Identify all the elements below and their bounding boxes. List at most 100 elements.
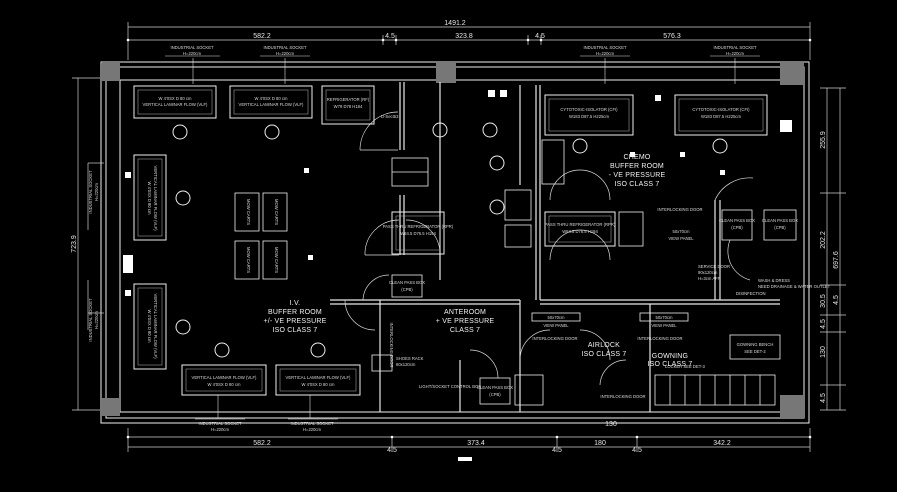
- refrigerator: REFRIGERATOR (RF) W79 D78 H184: [321, 85, 375, 125]
- socket-height: H=220cm: [303, 427, 322, 432]
- dim-bottom-seg-4: 4.5: [552, 447, 562, 454]
- dim-top-total: 1491.2: [444, 20, 466, 27]
- dimension-tick-marks: [126, 38, 812, 439]
- socket-callout-bottom-1: INDUSTRIAL SOCKET H=220cm: [195, 395, 245, 432]
- cytotoxic-isolator-1: CYTOTOXIC-ISOLATOR (CFI) W183 D87.5 H225…: [544, 94, 634, 136]
- locker-label: LOCKER SEE DET-3: [665, 364, 705, 369]
- interlocking-door-3: INTERLOCKING DOOR: [637, 336, 682, 341]
- gowning-line-2: ISO CLASS 7: [648, 361, 693, 368]
- chemo-line-1: CHEMO: [623, 154, 650, 161]
- clean-pass-box-center: CLEAN PASS BOX (CPB): [389, 274, 425, 298]
- code-label: D-Sect53: [381, 114, 399, 119]
- room-gowning: GOWNING ISO CLASS 7: [648, 353, 693, 368]
- vlf-label-4: VERTICAL LAMINAR FLOW (VLF): [153, 294, 158, 360]
- dim-right-seg-4: 4.5: [820, 319, 827, 329]
- shoes-rack-size: 60x120cm: [396, 362, 416, 367]
- socket-height: H=220cm: [211, 427, 230, 432]
- ante-line-2: + VE PRESSURE: [436, 318, 495, 325]
- cart-label-4: MOW CARTS: [274, 247, 279, 273]
- vlf-size-2: W 4'0SX D 80 cm: [255, 96, 288, 101]
- dim-right-seg-5: 4.5: [833, 295, 840, 305]
- service-door-note: H=3cm AFF: [698, 276, 721, 281]
- dim-left-total: 723.9: [71, 235, 78, 253]
- cpb-label-2: CLEAN PASS BOX: [762, 218, 798, 223]
- dim-bottom-seg-7: 342.2: [713, 440, 731, 447]
- dim-bottom-seg-1: 582.2: [253, 440, 271, 447]
- structural-columns: [102, 63, 804, 419]
- door-swings: [344, 111, 754, 386]
- isolator-label-2: CYTOTOXIC-ISOLATOR (CFI): [692, 107, 750, 112]
- socket-height: H=220cm: [183, 51, 202, 56]
- ptr-size-1: W84.5 D76.5 H194: [400, 231, 436, 236]
- scale-marker: [458, 457, 472, 461]
- clean-pass-box-right-2: CLEAN PASS BOX (CPB): [762, 209, 798, 241]
- sink-label: WASH & DRESS: [758, 278, 790, 283]
- view-panel-size-1: 50x70cm: [548, 315, 566, 320]
- dim-right-seg-7: 4.5: [820, 393, 827, 403]
- dim-right-seg-6: 130: [820, 346, 827, 358]
- iv-line-2: BUFFER ROOM: [268, 309, 322, 316]
- view-panel-size-2: 50x70cm: [656, 315, 674, 320]
- socket-callout-left-1: INDUSTRIAL SOCKET H=220cm: [88, 170, 99, 214]
- socket-callout-top-3: INDUSTRIAL SOCKET H=220cm: [580, 45, 630, 84]
- cart-label-1: MOW CARTS: [246, 199, 251, 225]
- view-panel-3: 50x70cm VIEW PANEL: [668, 229, 694, 241]
- cpb-size-2: (CPB): [774, 225, 786, 230]
- vlf-size-3: W 4'0SX D 80 cm: [147, 182, 152, 215]
- socket-callout-top-2: INDUSTRIAL SOCKET H=220cm: [260, 45, 310, 84]
- interlocking-door-5: INTERLOCKING DOOR: [389, 322, 394, 367]
- view-panel-1: 50x70cm VIEW PANEL: [531, 312, 581, 328]
- refrigerator-size: W79 D78 H184: [334, 104, 363, 109]
- interlocking-door-1: INTERLOCKING DOOR: [657, 207, 702, 212]
- room-iv-buffer: I.V. BUFFER ROOM +/- VE PRESSURE ISO CLA…: [263, 300, 326, 334]
- vlf-label-3: VERTICAL LAMINAR FLOW (VLF): [153, 166, 158, 232]
- dim-top-seg-5: 576.3: [663, 33, 681, 40]
- disinfection-label: DISINFECTION: [736, 291, 766, 296]
- ptr-size-2: W84.5 D76.5 H194: [562, 229, 598, 234]
- dim-bottom-seg-3: 373.4: [467, 440, 485, 447]
- interlocking-door-2: INTERLOCKING DOOR: [532, 336, 577, 341]
- dim-right-seg-1: 255.9: [820, 131, 827, 149]
- vlf-label-6: VERTICAL LAMINAR FLOW (VLF): [286, 375, 352, 380]
- chemo-line-3: - VE PRESSURE: [609, 172, 666, 179]
- cart-label-2: MOW CARTS: [274, 199, 279, 225]
- view-panel-label-3: VIEW PANEL: [668, 236, 694, 241]
- control-box-outline: [514, 374, 544, 406]
- chemo-line-4: ISO CLASS 7: [615, 181, 660, 188]
- socket-callout-top-1: INDUSTRIAL SOCKET H=220cm: [165, 45, 220, 84]
- gowning-line-1: GOWNING: [652, 353, 688, 360]
- isolator-size-2: W183 D87.5 H225cm: [701, 114, 742, 119]
- mow-carts: [234, 192, 288, 280]
- shoes-rack-label: SHOES RACK: [396, 356, 424, 361]
- stools: [172, 122, 728, 358]
- internal-walls: [330, 82, 780, 412]
- vlf-size-4: W 4'0SX D 80 cm: [147, 310, 152, 343]
- dim-right-seg-3: 30.5: [820, 294, 827, 308]
- dim-top-seg-1: 582.2: [253, 33, 271, 40]
- dim-top-seg-3: 323.8: [455, 33, 473, 40]
- cpb-size-4: (CPB): [489, 392, 501, 397]
- cpb-label-4: CLEAN PASS BOX: [477, 385, 513, 390]
- vlf-size-6: W 4'0SX D 80 cm: [302, 382, 335, 387]
- lockers: [654, 374, 776, 406]
- shoes-rack: [371, 354, 393, 372]
- dim-bottom-seg-2: 4.5: [387, 447, 397, 454]
- dim-right-total: 697.6: [833, 251, 840, 269]
- socket-label: INDUSTRIAL SOCKET: [290, 421, 334, 426]
- isolator-label-1: CYTOTOXIC-ISOLATOR (CFI): [560, 107, 618, 112]
- cart-labels: MOW CARTS MOW CARTS MOW CARTS MOW CARTS: [246, 199, 279, 273]
- cart-label-3: MOW CARTS: [246, 247, 251, 273]
- iv-line-4: ISO CLASS 7: [273, 327, 318, 334]
- socket-callout-left-2: INDUSTRIAL SOCKET H=220cm: [88, 298, 99, 342]
- vlf-label-1: VERTICAL LAMINAR FLOW (VLF): [143, 102, 209, 107]
- cpb-size-3: (CPB): [401, 287, 413, 292]
- dimension-lines: [72, 22, 846, 452]
- dim-bottom-seg-6: 4.5: [632, 447, 642, 454]
- ante-line-1: ANTEROOM: [444, 309, 486, 316]
- ptr-label-2: PASS THRU REFRIGERATOR (RPR): [545, 222, 616, 227]
- socket-height: H=220cm: [94, 182, 99, 201]
- room-airlock: AIRLOCK ISO CLASS 7: [582, 342, 627, 358]
- socket-callout-top-4: INDUSTRIAL SOCKET H=220cm: [710, 45, 760, 84]
